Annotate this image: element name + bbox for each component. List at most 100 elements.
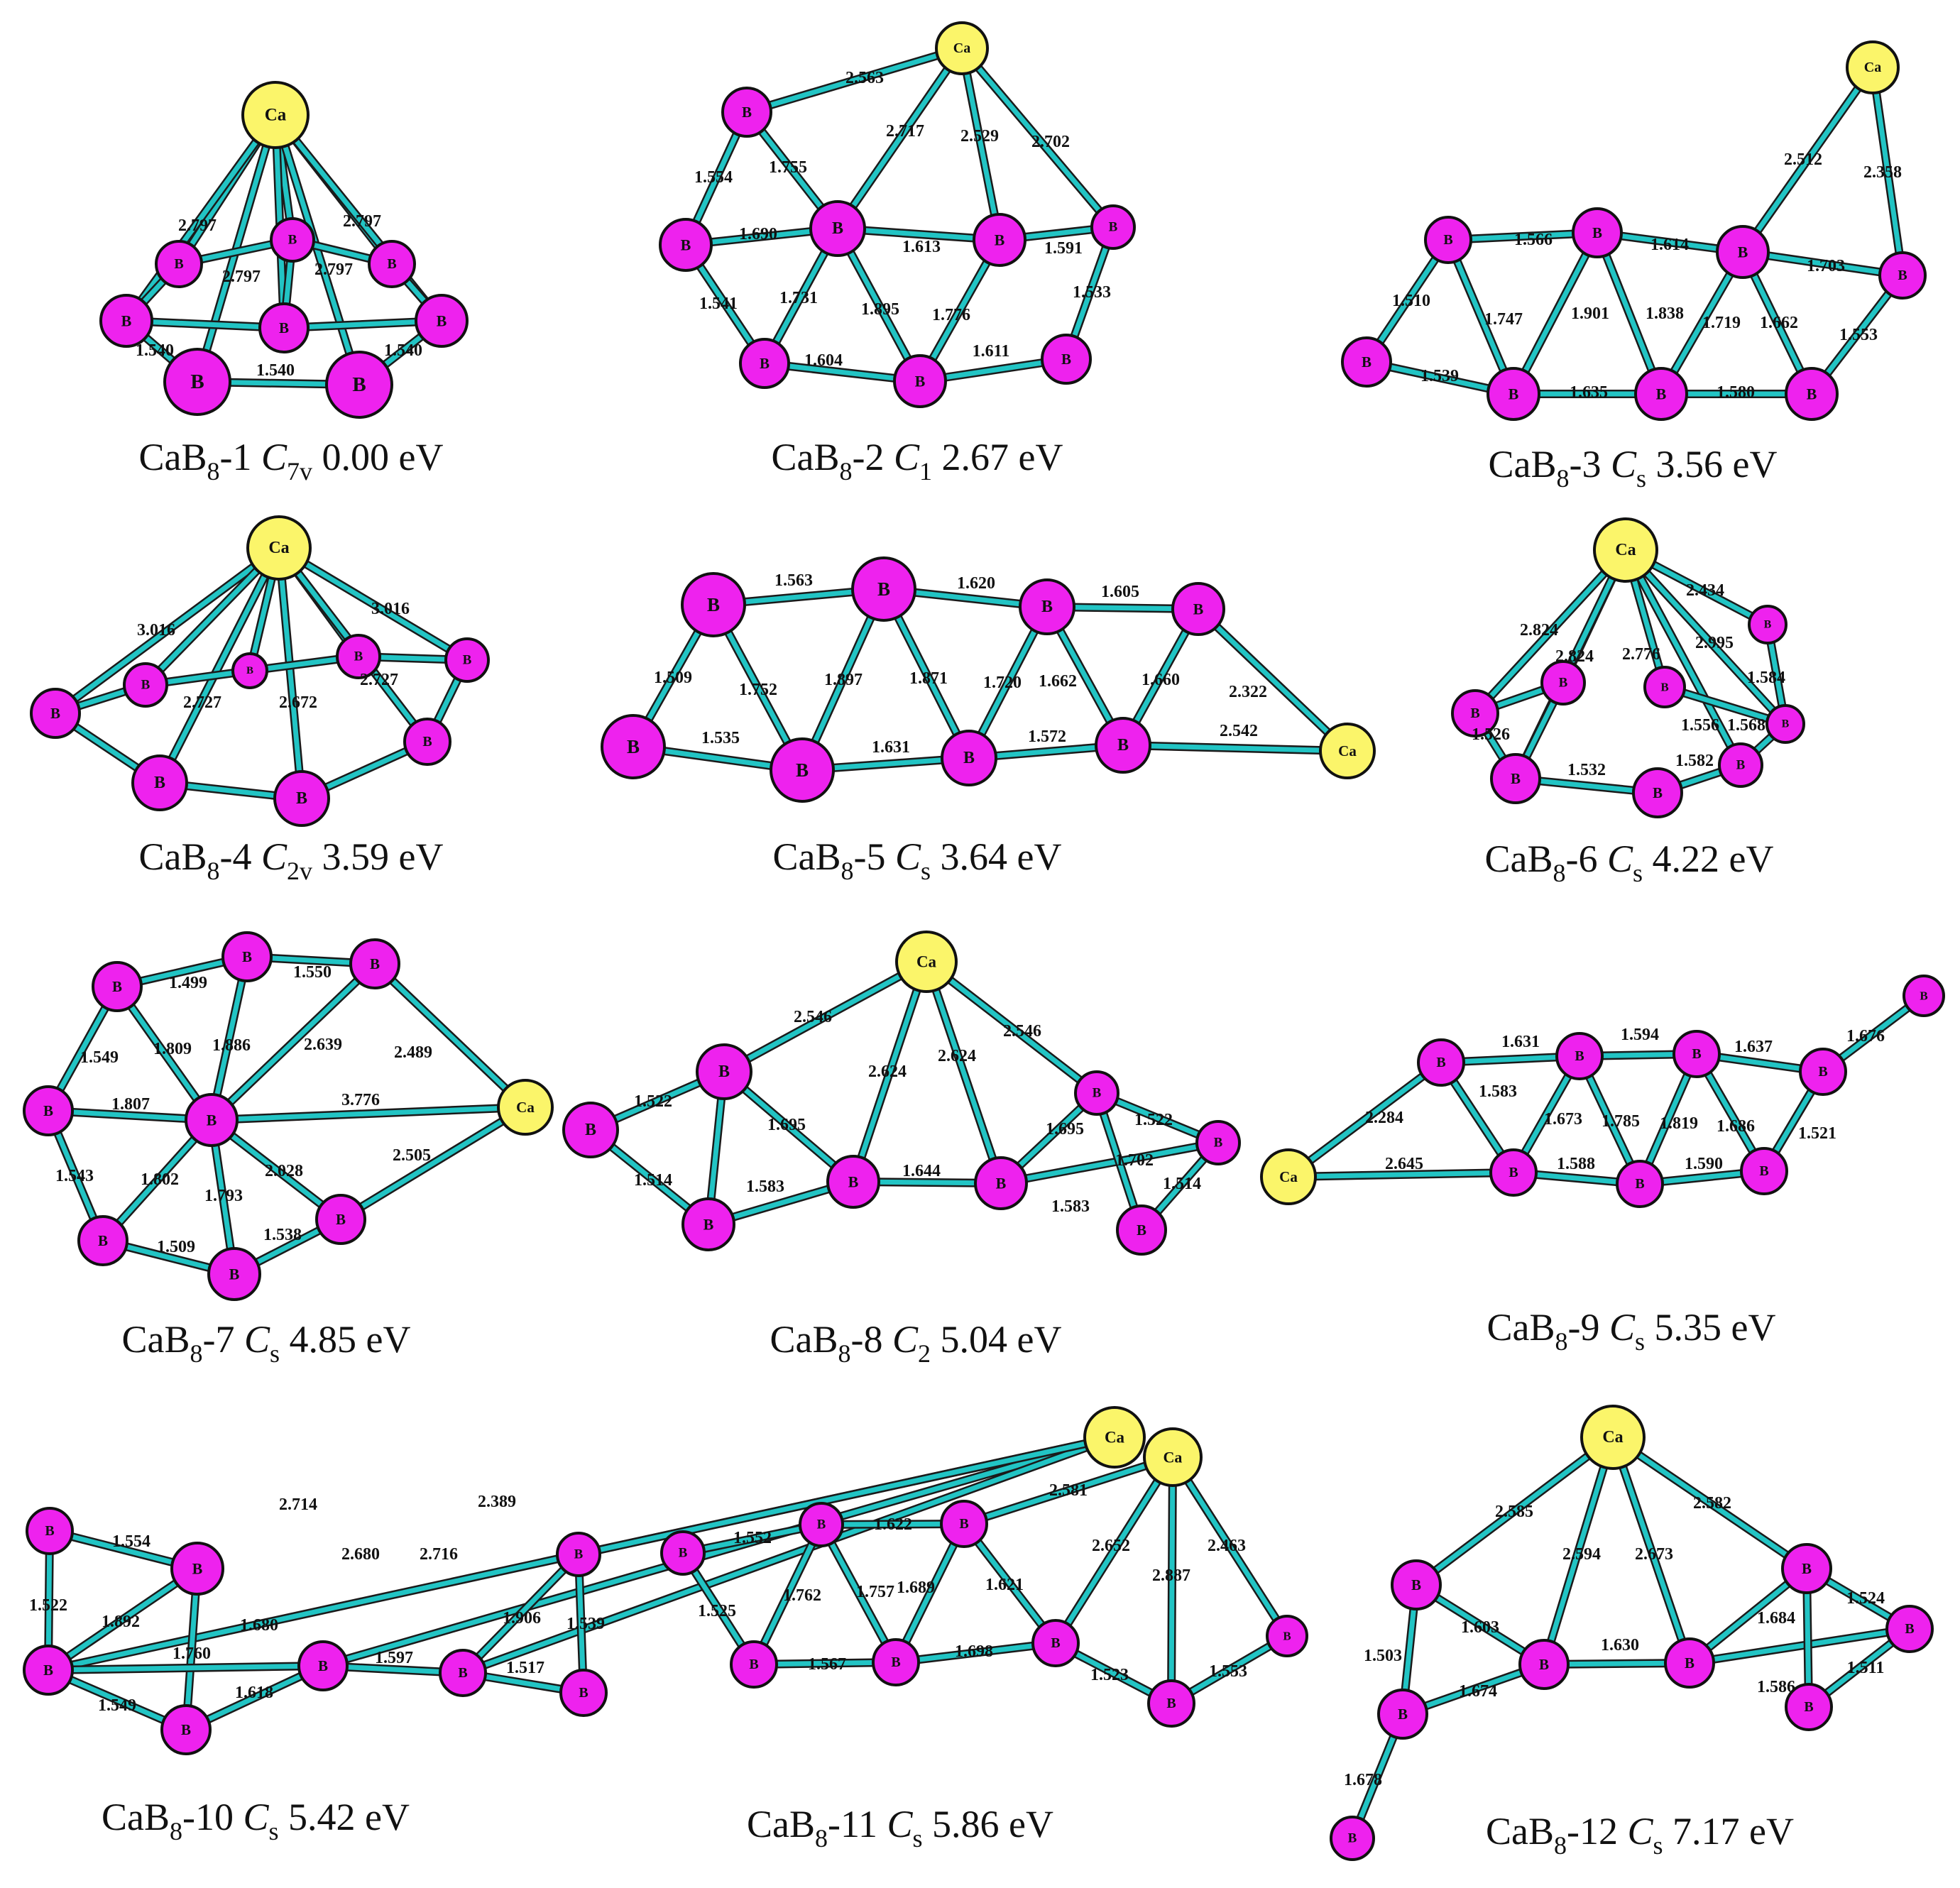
atom-symbol: B: [1117, 736, 1129, 754]
bond-length-label: 1.539: [566, 1615, 605, 1633]
bond-length-label: 1.635: [1570, 383, 1608, 402]
atom-symbol: B: [1093, 1086, 1102, 1101]
boron-atom: B: [974, 1156, 1028, 1210]
boron-atom: B: [851, 556, 916, 622]
boron-atom: B: [893, 354, 947, 408]
atom-symbol: Ca: [1164, 1449, 1183, 1466]
boron-atom: B: [273, 770, 330, 827]
atom-symbol: B: [1759, 1163, 1768, 1179]
atom-symbol: B: [154, 774, 165, 792]
structure-caption: CaB8-7 Cs 4.85 eV: [121, 1318, 410, 1368]
bond-length-label: 2.702: [1031, 133, 1070, 151]
atom-symbol: B: [318, 1657, 328, 1674]
boron-atom: B: [336, 634, 381, 679]
boron-atom: B: [739, 338, 790, 389]
boron-atom: B: [1785, 1683, 1833, 1731]
bond-length-label: 1.605: [1101, 583, 1139, 601]
bond: [1540, 1433, 1617, 1669]
boron-atom: B: [1718, 742, 1763, 788]
atom-symbol: B: [1692, 1046, 1701, 1062]
boron-atom: B: [1341, 336, 1392, 388]
bond-length-label: 3.016: [371, 600, 410, 618]
atom-symbol: Ca: [265, 106, 287, 125]
atom-symbol: B: [1041, 598, 1053, 616]
atom-symbol: B: [1764, 619, 1772, 631]
boron-atom: B: [231, 652, 268, 689]
bond-length-label: 2.639: [304, 1036, 342, 1054]
boron-atom: B: [1885, 1605, 1934, 1653]
bond-length-label: 1.644: [902, 1162, 941, 1180]
bond-length-label: 2.714: [279, 1495, 317, 1514]
bond-length-label: 2.727: [183, 693, 221, 712]
bond: [960, 1453, 1177, 1528]
bond: [960, 1520, 1060, 1647]
boron-atom: B: [439, 1649, 487, 1697]
atom-symbol: Ca: [516, 1099, 535, 1116]
atom-symbol: B: [1470, 706, 1479, 721]
boron-atom: B: [1902, 975, 1945, 1017]
structure-caption: CaB8-2 C1 2.67 eV: [772, 436, 1063, 485]
bond-length-label: 1.566: [1514, 231, 1553, 249]
boron-atom: B: [659, 218, 713, 272]
bond: [1685, 1625, 1914, 1667]
bond-length-label: 1.583: [1051, 1197, 1090, 1216]
structure-caption: CaB8-12 Cs 7.17 eV: [1486, 1810, 1794, 1860]
bond: [1739, 63, 1877, 256]
bond-length-label: 1.678: [1344, 1771, 1382, 1789]
atom-symbol: B: [848, 1173, 859, 1191]
bond-length-label: 1.802: [141, 1170, 179, 1189]
bond-length-label: 2.672: [279, 693, 317, 712]
atom-symbol: B: [181, 1721, 191, 1738]
bond-length-label: 1.535: [701, 729, 740, 747]
bond-length-label: 1.526: [1472, 725, 1510, 744]
calcium-atom: Ca: [1846, 40, 1900, 94]
bond-length-label: 2.797: [314, 260, 353, 279]
bond-length-label: 2.716: [420, 1545, 458, 1564]
bond-length-label: 1.686: [1717, 1117, 1755, 1136]
boron-atom: B: [1632, 767, 1683, 818]
bond: [817, 1520, 900, 1667]
boron-atom: B: [26, 1507, 74, 1555]
boron-atom: B: [872, 1638, 920, 1686]
bond-length-label: 1.674: [1459, 1682, 1497, 1701]
bond-length-label: 1.553: [1209, 1662, 1247, 1681]
bond: [122, 111, 280, 325]
bond-length-label: 1.597: [375, 1649, 413, 1667]
bond-length-label: 2.028: [265, 1162, 303, 1180]
atom-symbol: B: [585, 1121, 596, 1139]
boron-atom: B: [1041, 334, 1092, 385]
atom-symbol: B: [679, 1546, 688, 1561]
bond-length-label: 2.680: [341, 1545, 380, 1564]
atom-symbol: B: [370, 955, 380, 972]
bond: [958, 44, 1117, 231]
bond-length-label: 2.652: [1092, 1537, 1130, 1555]
boron-atom: B: [1074, 1070, 1119, 1116]
boron-atom: B: [1490, 753, 1541, 804]
bond-length-label: 2.797: [343, 212, 381, 231]
atom-symbol: B: [1575, 1048, 1584, 1064]
atom-symbol: B: [959, 1516, 968, 1532]
bond: [1167, 1453, 1177, 1708]
atom-symbol: B: [174, 256, 183, 272]
bond: [892, 1639, 1060, 1667]
structure-caption: CaB8-3 Cs 3.56 eV: [1488, 443, 1777, 493]
atom-symbol: B: [1348, 1831, 1357, 1846]
atom-symbol: B: [749, 1657, 758, 1672]
bond: [275, 544, 306, 803]
bond-length-label: 1.584: [1747, 669, 1785, 687]
calcium-atom: Ca: [1143, 1427, 1203, 1487]
bond-length-label: 1.695: [1046, 1120, 1084, 1138]
bond-length-label: 2.995: [1695, 634, 1734, 652]
boron-atom: B: [123, 662, 168, 708]
atom-symbol: B: [1511, 770, 1521, 787]
atom-symbol: B: [1051, 1635, 1060, 1651]
boron-atom: B: [92, 961, 143, 1012]
boron-atom: B: [1031, 1619, 1080, 1667]
bond-length-label: 2.389: [478, 1493, 516, 1511]
atom-symbol: B: [1804, 1699, 1813, 1715]
atom-symbol: B: [463, 653, 472, 668]
atom-symbol: Ca: [1105, 1429, 1125, 1447]
bond-length-label: 1.731: [779, 289, 818, 307]
